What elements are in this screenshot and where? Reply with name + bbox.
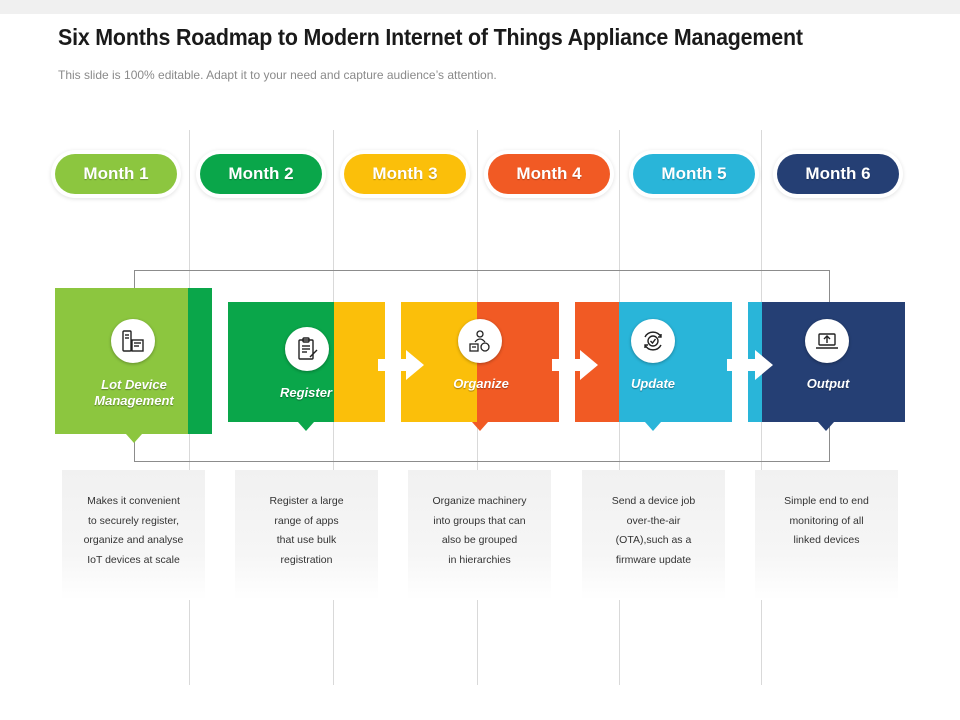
top-strip <box>0 0 960 14</box>
step-pointer <box>472 422 488 431</box>
step-label-2: Register <box>279 385 333 400</box>
month-pill-5: Month 5 <box>629 150 759 198</box>
month-pill-4: Month 4 <box>484 150 614 198</box>
clipboard-register-icon <box>285 327 329 371</box>
refresh-check-icon <box>631 319 675 363</box>
step-pointer <box>298 422 314 431</box>
description-box-5: Simple end to end monitoring of all link… <box>755 470 898 600</box>
step-block-3 <box>477 302 559 422</box>
month-label-4: Month 4 <box>488 154 610 194</box>
laptop-upload-icon <box>805 319 849 363</box>
step-label-1: Lot Device Management <box>94 377 174 408</box>
step-label-5: Output <box>806 376 850 391</box>
description-box-4: Send a device job over-the-air (OTA),suc… <box>582 470 725 600</box>
month-pill-3: Month 3 <box>340 150 470 198</box>
month-label-6: Month 6 <box>777 154 899 194</box>
description-text-1: Makes it convenient to securely register… <box>83 495 184 566</box>
team-organize-icon <box>458 319 502 363</box>
description-box-1: Makes it convenient to securely register… <box>62 470 205 600</box>
step-label-3: Organize <box>453 376 509 391</box>
connector-strip <box>334 302 385 422</box>
step-pointer <box>818 422 834 431</box>
description-text-4: Send a device job over-the-air (OTA),suc… <box>611 495 696 566</box>
step-pointer <box>645 422 661 431</box>
arrow-right-icon <box>552 350 598 380</box>
description-text-2: Register a large range of apps that use … <box>269 495 344 566</box>
device-management-icon <box>111 319 155 363</box>
month-pill-1: Month 1 <box>51 150 181 198</box>
page-title: Six Months Roadmap to Modern Internet of… <box>58 24 803 50</box>
step-pointer <box>126 434 142 443</box>
month-label-1: Month 1 <box>55 154 177 194</box>
month-label-2: Month 2 <box>200 154 322 194</box>
connector-strip <box>188 288 212 434</box>
month-pill-6: Month 6 <box>773 150 903 198</box>
arrow-right-icon <box>378 350 424 380</box>
description-box-3: Organize machinery into groups that can … <box>408 470 551 600</box>
page-subtitle: This slide is 100% editable. Adapt it to… <box>58 68 497 82</box>
step-block-1 <box>55 288 188 434</box>
step-block-4 <box>619 302 732 422</box>
description-text-5: Simple end to end monitoring of all link… <box>784 495 869 546</box>
month-label-3: Month 3 <box>344 154 466 194</box>
step-label-4: Update <box>630 376 676 391</box>
description-box-2: Register a large range of apps that use … <box>235 470 378 600</box>
month-pill-2: Month 2 <box>196 150 326 198</box>
month-label-5: Month 5 <box>633 154 755 194</box>
arrow-right-icon <box>727 350 773 380</box>
description-text-3: Organize machinery into groups that can … <box>432 495 527 566</box>
